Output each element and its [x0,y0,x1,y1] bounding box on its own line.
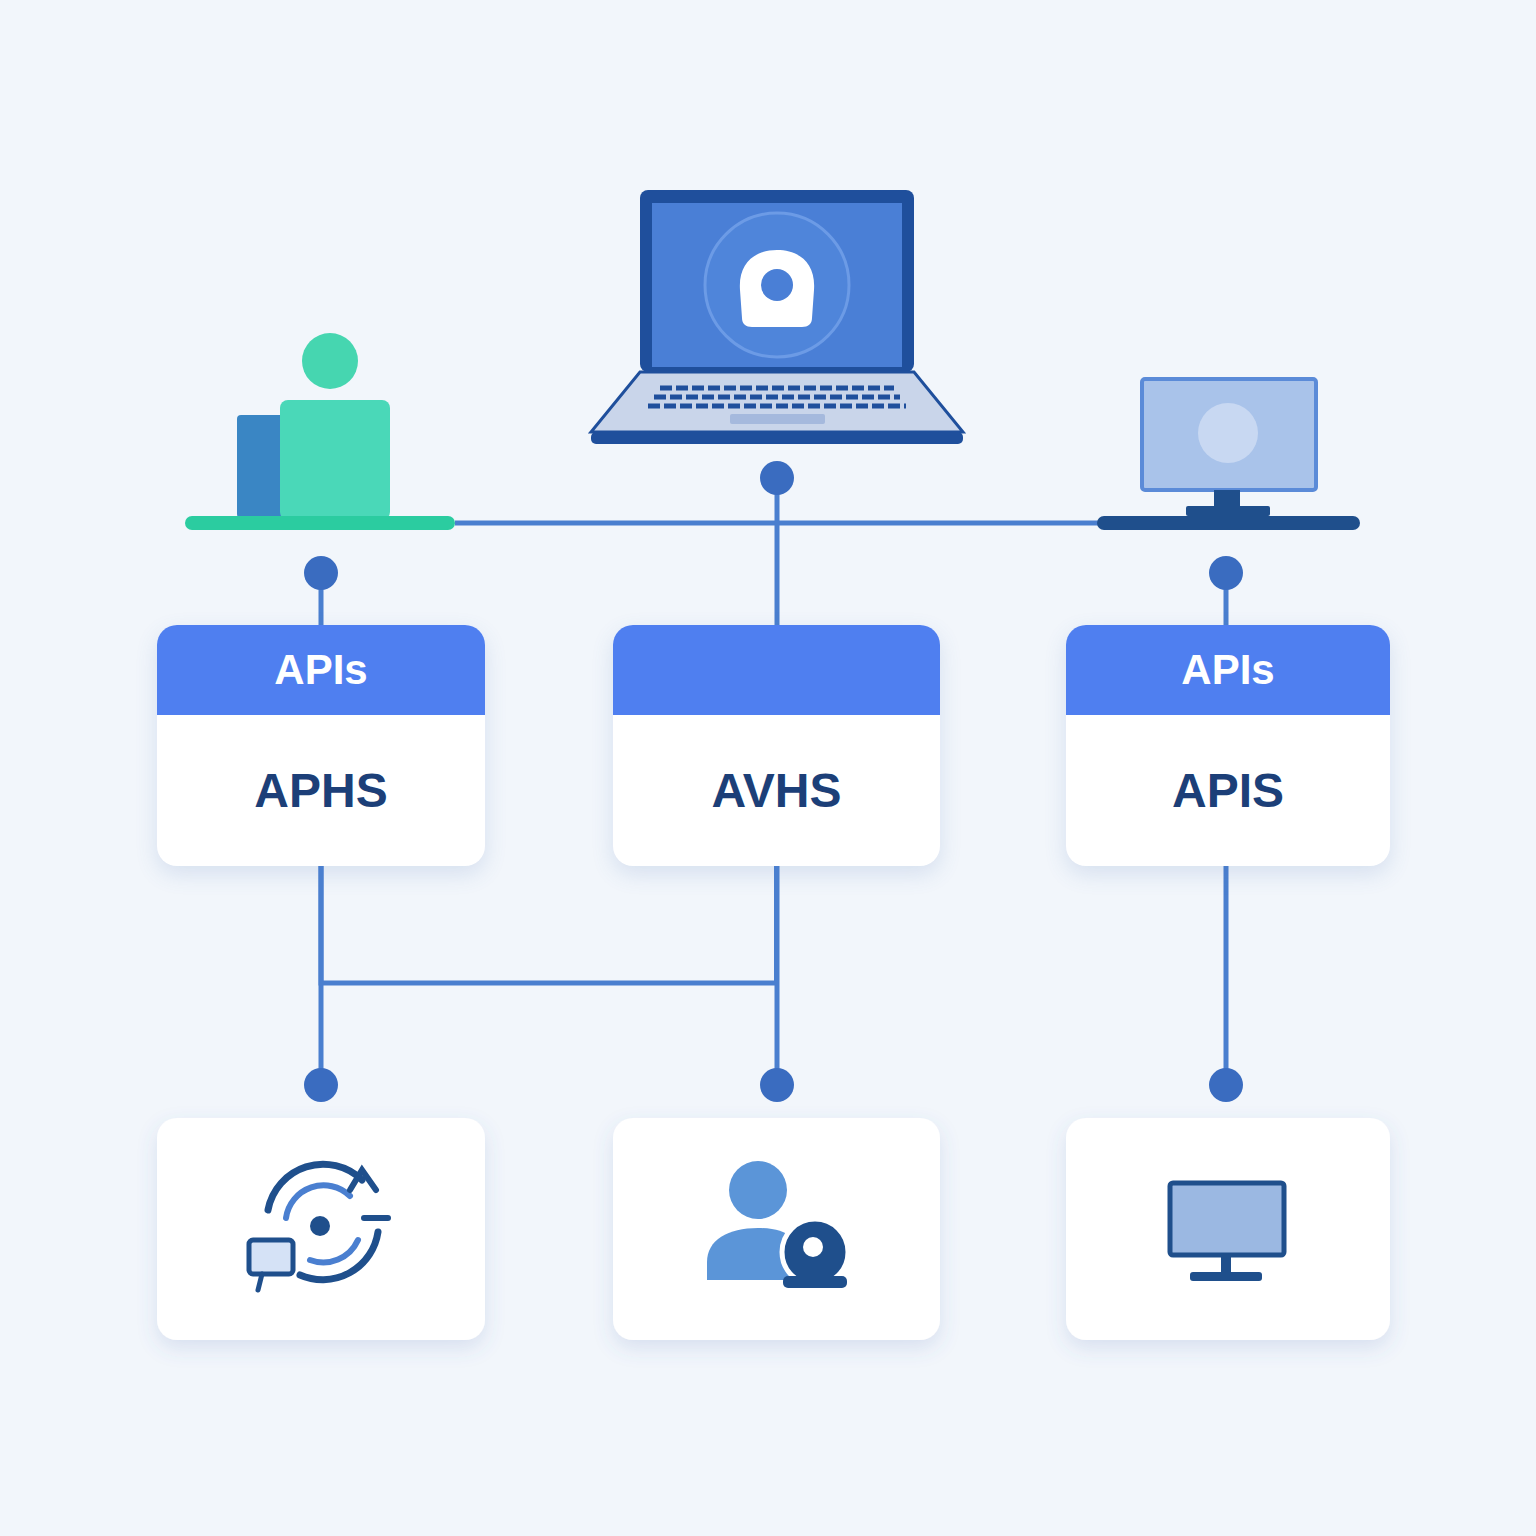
wire [1224,866,1229,1085]
sync-dot [310,1216,330,1236]
sync-tick [364,1215,388,1221]
api-box: AVHS [613,625,940,866]
box-body: AVHS [613,715,940,866]
monitor-base [1186,506,1270,516]
wire [775,478,780,625]
screen-dot [761,269,793,301]
wire [319,866,324,1085]
monitor-circle [1198,403,1258,463]
box-label: AVHS [712,763,842,818]
user-head [729,1161,787,1219]
api-box: APIsAPIS [1066,625,1390,866]
box-body: APIS [1066,715,1390,866]
sync-arrowhead [350,1170,376,1190]
api-box: APIsAPHS [157,625,485,866]
blue-platform [1097,516,1360,530]
key-row [654,395,900,400]
person-head [302,333,358,389]
sync-card-tail [258,1274,262,1290]
icon-card [613,1118,940,1340]
box-body: APHS [157,715,485,866]
box-heading: APIs [1181,647,1274,693]
laptop-deck [591,372,963,432]
icon-card [1066,1118,1390,1340]
person-body [280,400,390,520]
header-band: APIs [1066,625,1390,715]
header-band [613,625,940,715]
keyboard-keys [648,388,906,406]
laptop-base [591,432,963,444]
monitor-icon-base [1190,1272,1262,1281]
sync-inner-arc [310,1240,358,1262]
box-heading: APIs [274,647,367,693]
sync-arc [300,1232,378,1280]
monitor-icon-stand [1221,1257,1231,1273]
box-label: APIS [1172,763,1284,818]
sync-inner-arc [286,1185,350,1218]
green-platform [185,516,455,530]
user-body [707,1228,790,1280]
connector-line [321,866,777,983]
sync-card [249,1240,293,1274]
junction-dot [760,461,794,495]
junction-dot [304,1068,338,1102]
box-label: APHS [254,763,387,818]
trackpad [730,414,825,424]
webcam-lens [803,1237,823,1257]
webcam-base [783,1276,847,1288]
monitor-screen [1142,379,1316,490]
monitor-icon-screen [1170,1183,1284,1255]
key-row [648,404,906,409]
junction-dot [760,1068,794,1102]
webcam-body [782,1219,848,1285]
laptop-screen [652,203,902,367]
junction-dot [304,556,338,590]
junction-dot [1209,1068,1243,1102]
screen-ring [705,213,849,357]
monitor-stand [1214,490,1240,508]
key-row [660,386,894,391]
wire [775,866,780,1085]
icon-card [157,1118,485,1340]
junction-dot [1209,556,1243,590]
header-band: APIs [157,625,485,715]
screen-badge [740,250,814,327]
laptop-frame [640,190,914,372]
